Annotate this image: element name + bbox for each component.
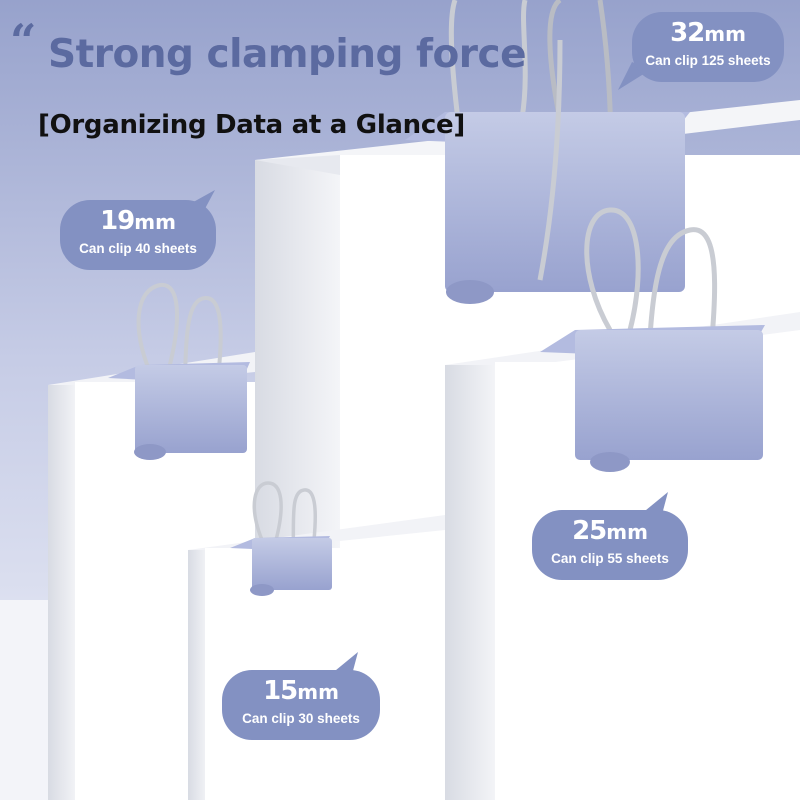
clip-size-unit: mm xyxy=(297,680,339,704)
quote-mark-icon: “ xyxy=(10,14,37,68)
binder-clip-32mm xyxy=(405,0,690,304)
clip-capacity: Can clip 40 sheets xyxy=(79,241,197,256)
size-callout-15mm: 15mm Can clip 30 sheets xyxy=(222,670,380,740)
clip-capacity: Can clip 55 sheets xyxy=(551,551,669,566)
binder-clip-15mm xyxy=(230,481,332,596)
size-callout-19mm: 19mm Can clip 40 sheets xyxy=(60,200,216,270)
clip-size: 15 xyxy=(263,676,298,706)
clip-size-unit: mm xyxy=(606,520,648,544)
clip-capacity: Can clip 125 sheets xyxy=(645,53,771,68)
size-callout-25mm: 25mm Can clip 55 sheets xyxy=(532,510,688,580)
clip-size-unit: mm xyxy=(134,210,176,234)
size-callout-32mm: 32mm Can clip 125 sheets xyxy=(632,12,784,82)
clip-size: 32 xyxy=(670,18,705,48)
clip-capacity: Can clip 30 sheets xyxy=(242,711,360,726)
headline: Strong clamping force xyxy=(48,32,527,77)
clip-size: 25 xyxy=(572,516,607,546)
binder-clip-25mm xyxy=(540,207,765,472)
subheadline: [Organizing Data at a Glance] xyxy=(38,110,465,140)
binder-clip-19mm xyxy=(108,282,250,460)
clip-size-unit: mm xyxy=(704,22,746,46)
clip-size: 19 xyxy=(100,206,135,236)
